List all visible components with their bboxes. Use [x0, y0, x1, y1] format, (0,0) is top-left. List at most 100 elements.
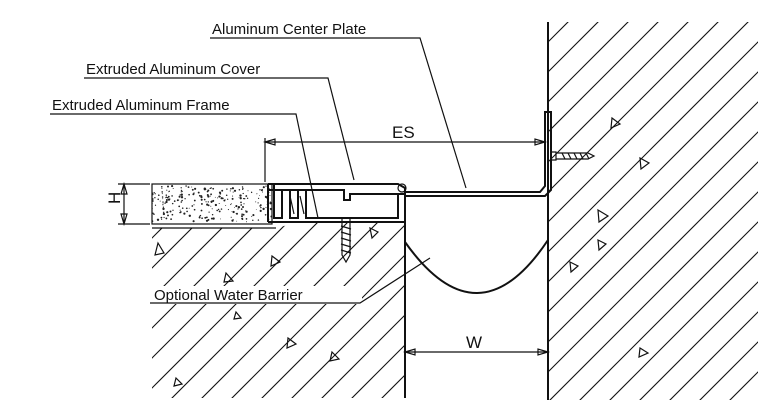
speckle-dot [166, 189, 168, 191]
speckle-dot [166, 211, 169, 214]
speckle-dot [188, 207, 190, 209]
speckle-dot [178, 196, 181, 198]
speckle-dot [231, 197, 234, 200]
speckle-dot [227, 198, 229, 200]
speckle-dot [232, 218, 234, 221]
hatch-line [667, 22, 758, 400]
speckle-dot [193, 204, 195, 206]
speckle-dot [262, 207, 265, 211]
speckle-dot [239, 194, 242, 197]
speckle-dot [259, 195, 261, 196]
hatch-line [577, 22, 758, 400]
speckle-dot [218, 191, 222, 194]
speckle-dot [259, 205, 261, 207]
speckle-dot [157, 198, 159, 201]
speckle-dot [233, 206, 235, 208]
hatch-line [530, 220, 710, 400]
water-barrier-label: Optional Water Barrier [154, 287, 303, 304]
speckle-dot [209, 187, 211, 189]
hatch-line [152, 222, 231, 398]
hatch-line [319, 222, 405, 398]
speckle-dot [199, 214, 202, 217]
speckle-dot [162, 201, 164, 203]
speckle-dot [169, 198, 171, 200]
speckle-dot [176, 199, 179, 202]
hatch-line [152, 222, 201, 398]
speckle-dot [262, 186, 265, 189]
speckle-dot [193, 199, 196, 202]
speckle-dot [214, 196, 216, 198]
speckle-dot [264, 195, 268, 199]
hatch-line [548, 22, 758, 400]
speckle-dot [161, 218, 163, 220]
speckle-dot [172, 209, 174, 211]
hatch-line [152, 222, 321, 398]
speckle-dot [173, 200, 176, 202]
speckle-dot [252, 219, 254, 222]
es-label: ES [392, 123, 415, 142]
speckle-dot [217, 197, 219, 199]
speckle-dot [211, 208, 213, 210]
speckle-dot [161, 193, 163, 195]
speckle-dot [236, 212, 238, 215]
speckle-dot [154, 197, 156, 199]
speckle-dot [160, 216, 163, 219]
speckle-dot [210, 201, 213, 203]
hatch-line [548, 22, 758, 400]
speckle-dot [198, 216, 201, 219]
hatch-line [548, 22, 758, 400]
speckle-dot [163, 216, 165, 219]
speckle-dot [197, 191, 200, 194]
speckle-dot [227, 209, 229, 211]
center-plate-label: Aluminum Center Plate [212, 21, 366, 38]
water-barrier-label-mask [150, 286, 362, 304]
hatch-line [440, 220, 620, 400]
speckle-dot [180, 193, 183, 196]
speckle-dot [270, 215, 272, 218]
callout-water-barrier: Optional Water Barrier [150, 257, 431, 304]
speckle-dot [156, 218, 160, 221]
speckle-dot [261, 191, 264, 193]
speckle-dot [238, 197, 240, 198]
speckle-dot [212, 217, 215, 220]
speckle-dot [244, 198, 246, 200]
right-wall-hatching [548, 22, 758, 400]
speckle-dot [242, 192, 244, 195]
speckle-dot [259, 189, 261, 191]
speckle-dot [205, 201, 207, 203]
speckle-dot [152, 220, 154, 223]
speckle-dot [220, 208, 223, 210]
cover-label: Extruded Aluminum Cover [86, 61, 260, 78]
speckle-dot [237, 206, 241, 209]
extruded-aluminum-cover [268, 183, 407, 201]
speckle-dot [218, 202, 220, 205]
speckle-dot [170, 218, 173, 221]
speckle-dot [207, 201, 209, 203]
speckle-dot [152, 198, 154, 200]
speckle-dot [232, 191, 234, 193]
speckle-dot [231, 219, 234, 222]
speckle-dot [181, 190, 183, 193]
speckle-dot [271, 186, 272, 187]
speckle-dot [239, 197, 242, 200]
hatch-line [152, 222, 171, 398]
speckle-dot [192, 193, 195, 196]
hatch-line [548, 22, 721, 400]
speckle-dot [221, 189, 224, 192]
speckle-dot [219, 195, 221, 198]
left-anchor-screw [339, 217, 353, 264]
speckle-dot [188, 193, 190, 196]
speckle-dot [225, 205, 227, 206]
speckle-dot [269, 202, 272, 205]
speckle-dot [152, 193, 154, 196]
speckle-dot [241, 217, 244, 220]
hatch-line [697, 22, 758, 400]
speckle-dot [187, 186, 190, 188]
speckle-dot [179, 211, 182, 213]
w-label: W [466, 333, 482, 352]
speckle-dot [241, 186, 244, 188]
right-concrete-wall [547, 22, 758, 400]
speckle-dot [192, 220, 195, 223]
speckle-dot [165, 197, 166, 199]
